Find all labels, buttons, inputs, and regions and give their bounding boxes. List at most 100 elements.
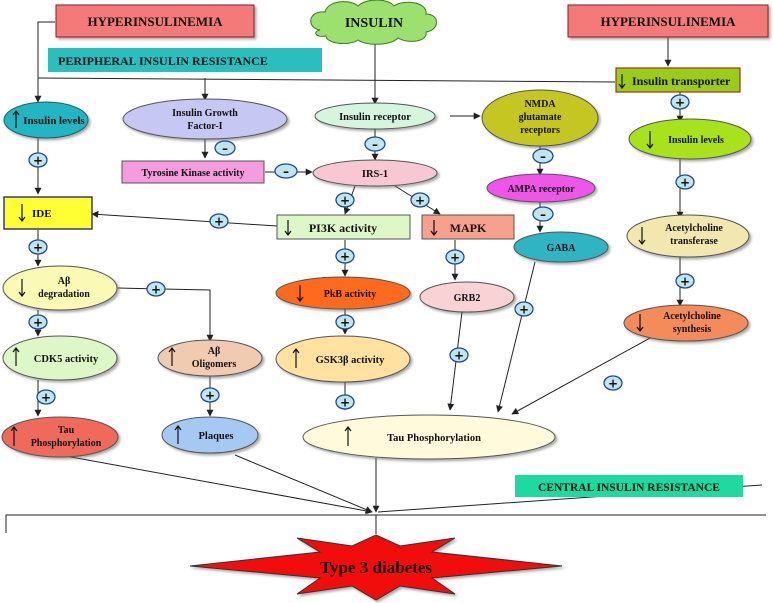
insulin-cloud-node: INSULIN [310,0,437,45]
arrow-down-icon [18,279,26,297]
mapk-node: MAPK [421,214,515,240]
insulin-receptor-node: Insulin receptor [314,102,436,130]
plus-badge: + [200,387,220,403]
tau-phosphorylation-center-label: Tau Phosphorylation [387,433,481,444]
arrow-down-icon [638,227,646,245]
abeta-oligomers-line2: Oligomers [192,359,237,370]
sign-text: – [540,208,546,222]
sign-text: – [540,150,546,164]
insulin-levels-right-node: Insulin levels [628,118,752,160]
arrow-down-icon [618,74,626,89]
gaba-label: GABA [547,243,577,254]
minus-badge: – [274,163,298,179]
pkb-activity-node: PkB activity [275,276,411,310]
plus-badge: + [146,281,166,297]
plaques-label: Plaques [198,431,233,442]
ampa-receptor-label: AMPA receptor [507,184,575,195]
tau-phosphorylation-left-line1: Tau [58,425,75,436]
acetylcholine-transferase-line2: transferase [670,236,718,247]
peripheral-resistance-bar: PERIPHERAL INSULIN RESISTANCE [48,48,322,72]
type3-diabetes-label: Type 3 diabetes [320,558,432,577]
tyrosine-kinase-node: Tyrosine Kinase activity [121,160,265,184]
pkb-activity-label: PkB activity [324,289,377,300]
plus-badge: + [335,248,355,264]
plus-badge: + [28,152,48,168]
type3-diabetes-node: Type 3 diabetes [189,534,563,601]
pi3k-activity-node: PI3K activity [276,214,411,240]
sign-text: – [222,142,228,156]
peripheral-resistance-label: PERIPHERAL INSULIN RESISTANCE [58,54,268,68]
plus-badge: + [514,301,534,317]
nmda-line2: glutamate [519,112,562,123]
pi3k-activity-label: PI3K activity [309,221,377,235]
sign-text: + [214,215,224,229]
sign-text: – [372,138,378,152]
hyperinsulinemia-right-node: HYPERINSULINEMIA [567,4,769,38]
tau-phosphorylation-left-node: Tau Phosphorylation [1,416,119,458]
insulin-growth-factor-node: Insulin Growth Factor-I [122,98,288,140]
sign-text: + [680,275,690,289]
sign-text: + [340,250,350,264]
arrow-down-icon [646,131,654,149]
sign-text: + [450,251,460,265]
gaba-node: GABA [513,231,609,263]
acetylcholine-synthesis-line1: Acetylcholine [663,311,721,322]
plus-badge: + [675,174,695,190]
abeta-oligomers-node: Aβ Oligomers [157,339,263,377]
minus-badge: – [214,140,236,156]
plus-badge: + [445,249,465,265]
minus-badge: – [532,206,554,222]
hyperinsulinemia-left-node: HYPERINSULINEMIA [55,4,255,38]
sign-text: + [205,389,215,403]
tau-phosphorylation-left-line2: Phosphorylation [31,438,102,449]
abeta-oligomers-line1: Aβ [208,346,221,357]
sign-text: + [519,303,529,317]
arrow-up-icon [10,426,18,446]
insulin-label: INSULIN [345,16,403,31]
insulin-receptor-label: Insulin receptor [339,112,411,123]
irs1-node: IRS-1 [312,159,438,187]
insulin-levels-right-label: Insulin levels [668,135,724,146]
plus-badge: + [36,389,56,405]
arrow-down-icon [284,220,292,236]
abeta-degradation-node: Aβ degradation [2,265,118,311]
sign-text: + [415,194,425,208]
arrow-down-icon [18,204,26,222]
sign-text: + [151,283,161,297]
insulin-levels-left-label: Insulin levels [23,115,85,127]
igf-line2: Factor-I [187,121,222,132]
plus-badge: + [28,314,48,330]
plus-badge: + [28,239,48,255]
grb2-node: GRB2 [419,281,515,313]
arrow-up-icon [12,110,20,128]
sign-badges: + + + + + + + + + + + + + + + + + + + – … [28,94,695,410]
arrow-up-icon [292,348,300,368]
sign-text: + [340,194,350,208]
sign-text: + [675,96,685,110]
sign-text: + [680,176,690,190]
sign-text: + [33,154,43,168]
sign-text: + [33,241,43,255]
ampa-receptor-node: AMPA receptor [486,173,596,203]
acetylcholine-transferase-line1: Acetylcholine [665,223,723,234]
arrow-up-icon [168,347,176,366]
tau-phosphorylation-center-node: Tau Phosphorylation [302,414,556,460]
arrow-down-icon [296,285,304,302]
cdk5-activity-node: CDK5 activity [2,335,118,381]
arrow-up-icon [12,347,20,366]
nmda-line3: receptors [520,125,560,136]
central-resistance-bar: CENTRAL INSULIN RESISTANCE [515,475,743,497]
insulin-transporter-node: Insulin transporter [615,67,741,93]
nmda-line1: NMDA [524,99,556,110]
abeta-degradation-line1: Aβ [58,276,71,287]
sign-text: + [41,391,51,405]
cdk5-activity-label: CDK5 activity [34,354,99,365]
acetylcholine-synthesis-node: Acetylcholine synthesis [623,304,749,342]
nmda-receptors-node: NMDA glutamate receptors [481,89,599,147]
igf-line1: Insulin Growth [172,108,238,119]
plus-badge: + [603,375,623,391]
plus-badge: + [335,192,355,208]
sign-text: + [454,349,464,363]
gsk3b-activity-node: GSK3β activity [275,335,411,383]
